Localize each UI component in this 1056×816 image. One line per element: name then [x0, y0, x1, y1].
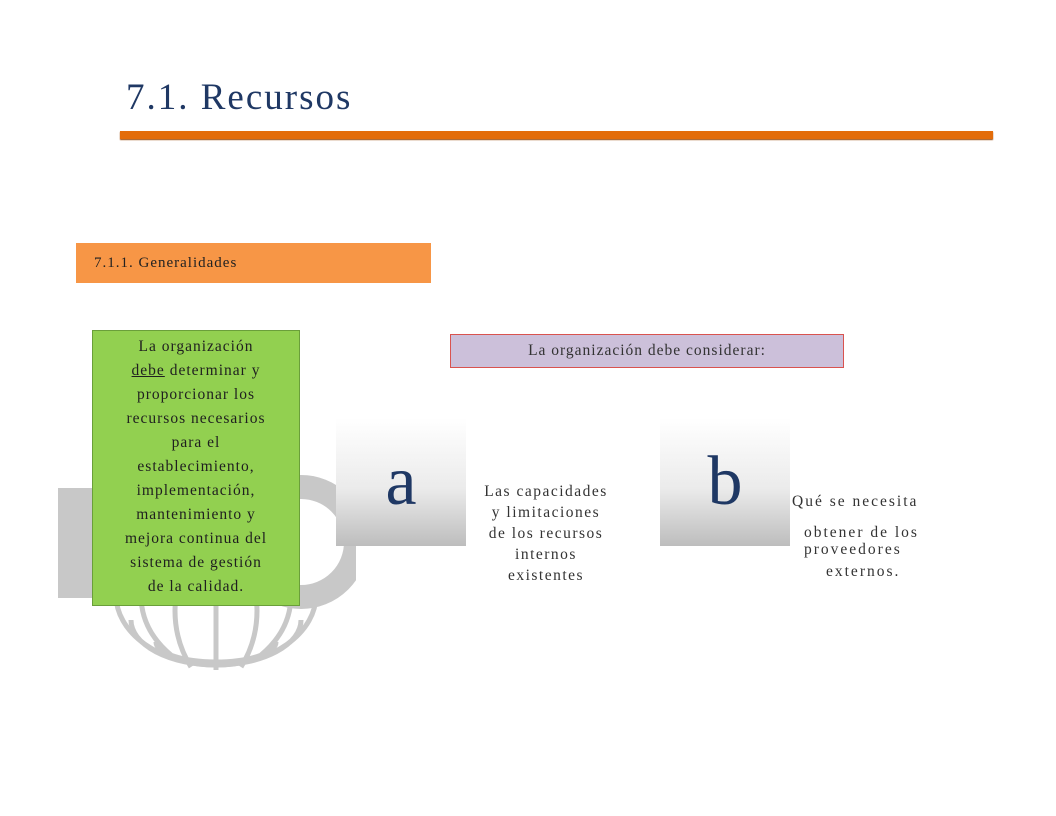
item-a-line: internos — [515, 546, 577, 563]
requirement-line: establecimiento, — [137, 458, 255, 475]
title-rule — [120, 131, 993, 139]
requirement-line: proporcionar los — [136, 386, 255, 403]
consider-label: La organización debe considerar: — [528, 342, 766, 359]
item-a-line: existentes — [507, 567, 585, 584]
requirement-line: sistema de gestión — [130, 554, 262, 571]
item-b-line: externos. — [826, 563, 901, 580]
item-b-line: obtener de los — [804, 524, 919, 541]
underlined-word: debe — [131, 362, 165, 379]
item-a-letter-tile: a — [336, 418, 466, 546]
item-a-line: y limitaciones — [491, 504, 601, 521]
item-b-letter-tile: b — [660, 418, 790, 546]
item-b-line: Qué se necesita — [792, 493, 919, 510]
page-title: 7.1. Recursos — [126, 77, 353, 118]
requirement-line: para el — [171, 434, 221, 451]
consider-banner: La organización debe considerar: — [450, 334, 844, 368]
section-heading: 7.1.1. Generalidades — [76, 243, 431, 283]
requirement-line: mejora continua del — [124, 530, 268, 547]
requirement-line: de la calidad. — [147, 578, 245, 595]
item-b-line: proveedores — [804, 541, 902, 558]
requirement-line: mantenimiento y — [136, 506, 256, 523]
requirement-line: implementación, — [136, 482, 256, 499]
requirement-line: recursos necesarios — [126, 410, 266, 427]
requirement-line-rest: determinar y — [164, 362, 261, 379]
item-b-letter: b — [707, 443, 743, 520]
item-a-letter: a — [385, 443, 417, 520]
requirement-line: debe determinar y — [99, 359, 293, 383]
section-heading-label: 7.1.1. Generalidades — [94, 254, 238, 271]
requirement-line: La organización — [138, 338, 254, 355]
item-a-line: Las capacidades — [484, 483, 608, 500]
requirement-text-box: La organización debe determinar y propor… — [92, 330, 300, 606]
item-a-line: de los recursos — [488, 525, 604, 542]
item-a-description: Las capacidades y limitaciones de los re… — [466, 481, 626, 586]
